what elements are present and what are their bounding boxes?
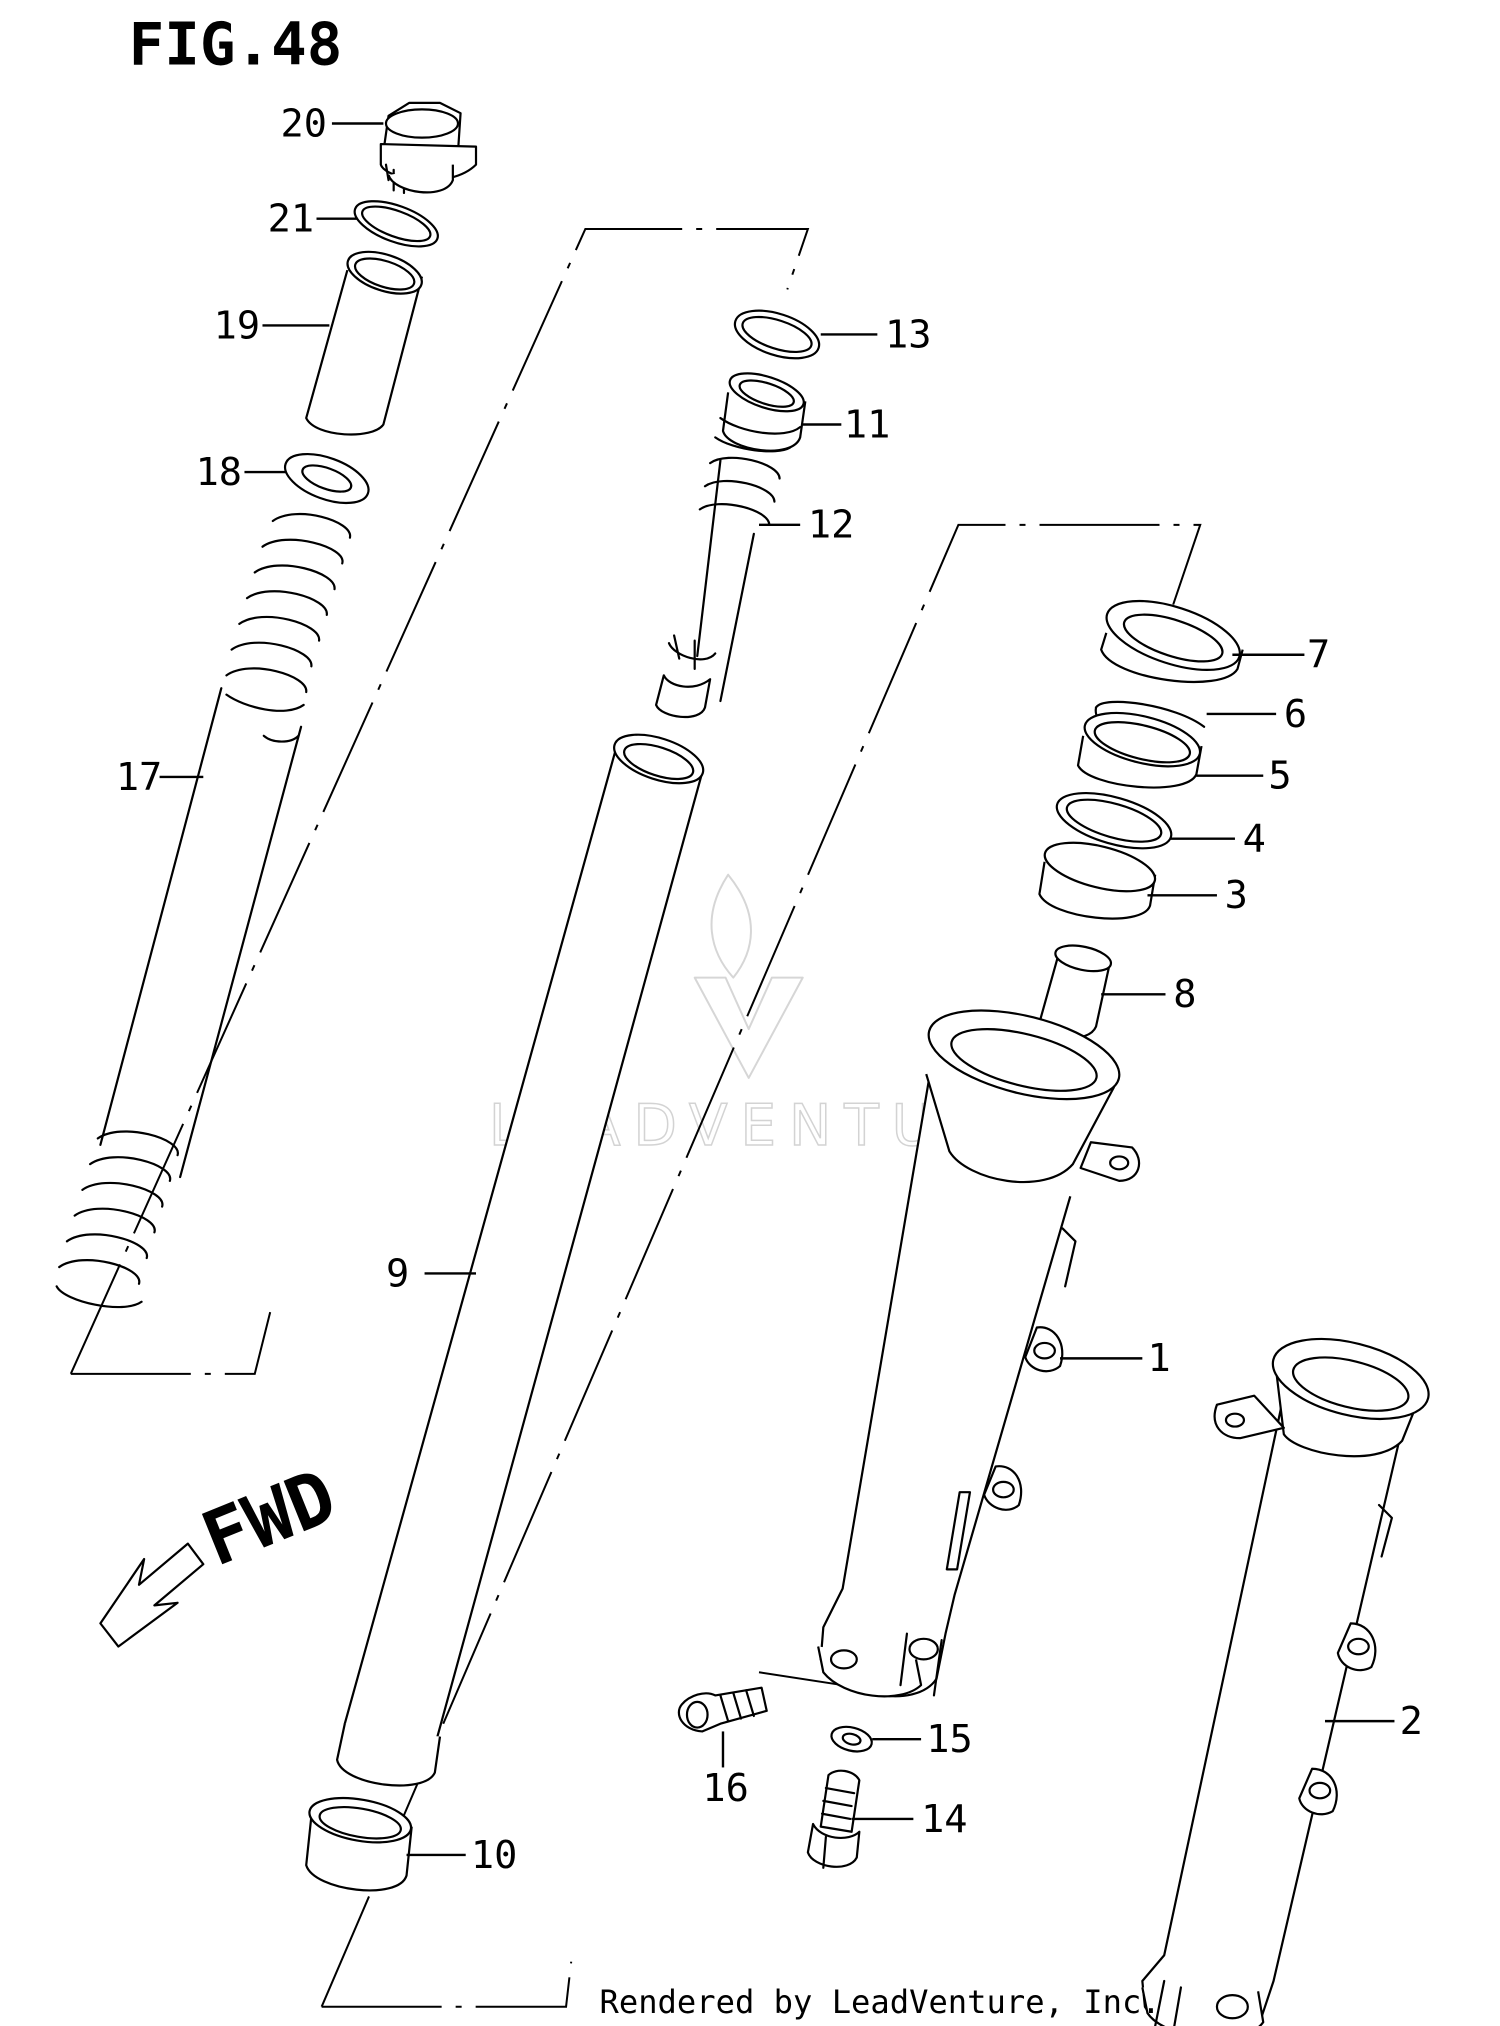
part-9-inner-tube bbox=[337, 725, 709, 1785]
callout-14: 14 bbox=[921, 1797, 967, 1842]
callout-18: 18 bbox=[196, 450, 242, 495]
callout-10: 10 bbox=[471, 1833, 517, 1878]
assembly-bracket-right-base bbox=[322, 1962, 572, 2007]
part-7-dust-seal bbox=[1098, 587, 1248, 684]
forward-arrow-icon bbox=[100, 1544, 203, 1647]
callout-16: 16 bbox=[702, 1766, 748, 1811]
assembly-bracket-right bbox=[322, 525, 1201, 2007]
part-18-washer bbox=[279, 444, 375, 513]
callout-21: 21 bbox=[268, 197, 314, 242]
footer-credit: Rendered by LeadVenture, Inc. bbox=[599, 1983, 1160, 2021]
callout-1: 1 bbox=[1147, 1336, 1170, 1381]
part-1-outer-tube-left bbox=[818, 994, 1139, 1697]
callout-7: 7 bbox=[1307, 633, 1330, 678]
part-5-oil-seal bbox=[1078, 703, 1205, 788]
callout-3: 3 bbox=[1225, 873, 1248, 918]
callout-5: 5 bbox=[1268, 754, 1291, 799]
callout-2: 2 bbox=[1400, 1699, 1423, 1744]
forward-direction-indicator: FWD bbox=[100, 1452, 348, 1647]
part-8-oil-lock-piece bbox=[1039, 941, 1113, 1038]
callout-8: 8 bbox=[1173, 972, 1196, 1017]
callout-20: 20 bbox=[280, 101, 326, 146]
part-14-bolt bbox=[808, 1771, 859, 1868]
part-4-washer bbox=[1051, 782, 1178, 859]
part-17-fork-spring bbox=[57, 514, 350, 1307]
callout-17: 17 bbox=[116, 755, 162, 800]
part-11-12-damper-rod bbox=[656, 366, 808, 717]
part-19-spacer bbox=[306, 244, 427, 435]
part-15-washer bbox=[829, 1723, 875, 1755]
part-20-cap-bolt bbox=[381, 103, 476, 193]
forward-label: FWD bbox=[190, 1452, 348, 1583]
callout-6: 6 bbox=[1284, 692, 1307, 737]
part-16-bolt bbox=[679, 1688, 767, 1732]
callout-4: 4 bbox=[1243, 817, 1266, 862]
callout-labels: 20 21 19 18 17 13 11 12 7 6 5 4 3 8 1 2 … bbox=[116, 101, 1423, 1877]
part-2-outer-tube-right bbox=[1142, 1325, 1436, 2026]
part-3-bushing bbox=[1039, 833, 1159, 918]
part-10-bushing bbox=[306, 1791, 414, 1890]
figure-title: FIG.48 bbox=[129, 9, 343, 78]
callout-12: 12 bbox=[808, 503, 854, 548]
part-21-o-ring bbox=[349, 192, 444, 256]
callout-15: 15 bbox=[926, 1717, 972, 1762]
assembly-bracket-left bbox=[71, 229, 808, 1374]
callout-11: 11 bbox=[844, 402, 890, 447]
callout-13: 13 bbox=[885, 312, 931, 357]
part-13-ring bbox=[729, 301, 825, 367]
callout-19: 19 bbox=[214, 303, 260, 348]
callout-leaders bbox=[160, 123, 1395, 1854]
assembly-bracket-left-base bbox=[71, 1312, 270, 1374]
callout-9: 9 bbox=[386, 1251, 409, 1296]
